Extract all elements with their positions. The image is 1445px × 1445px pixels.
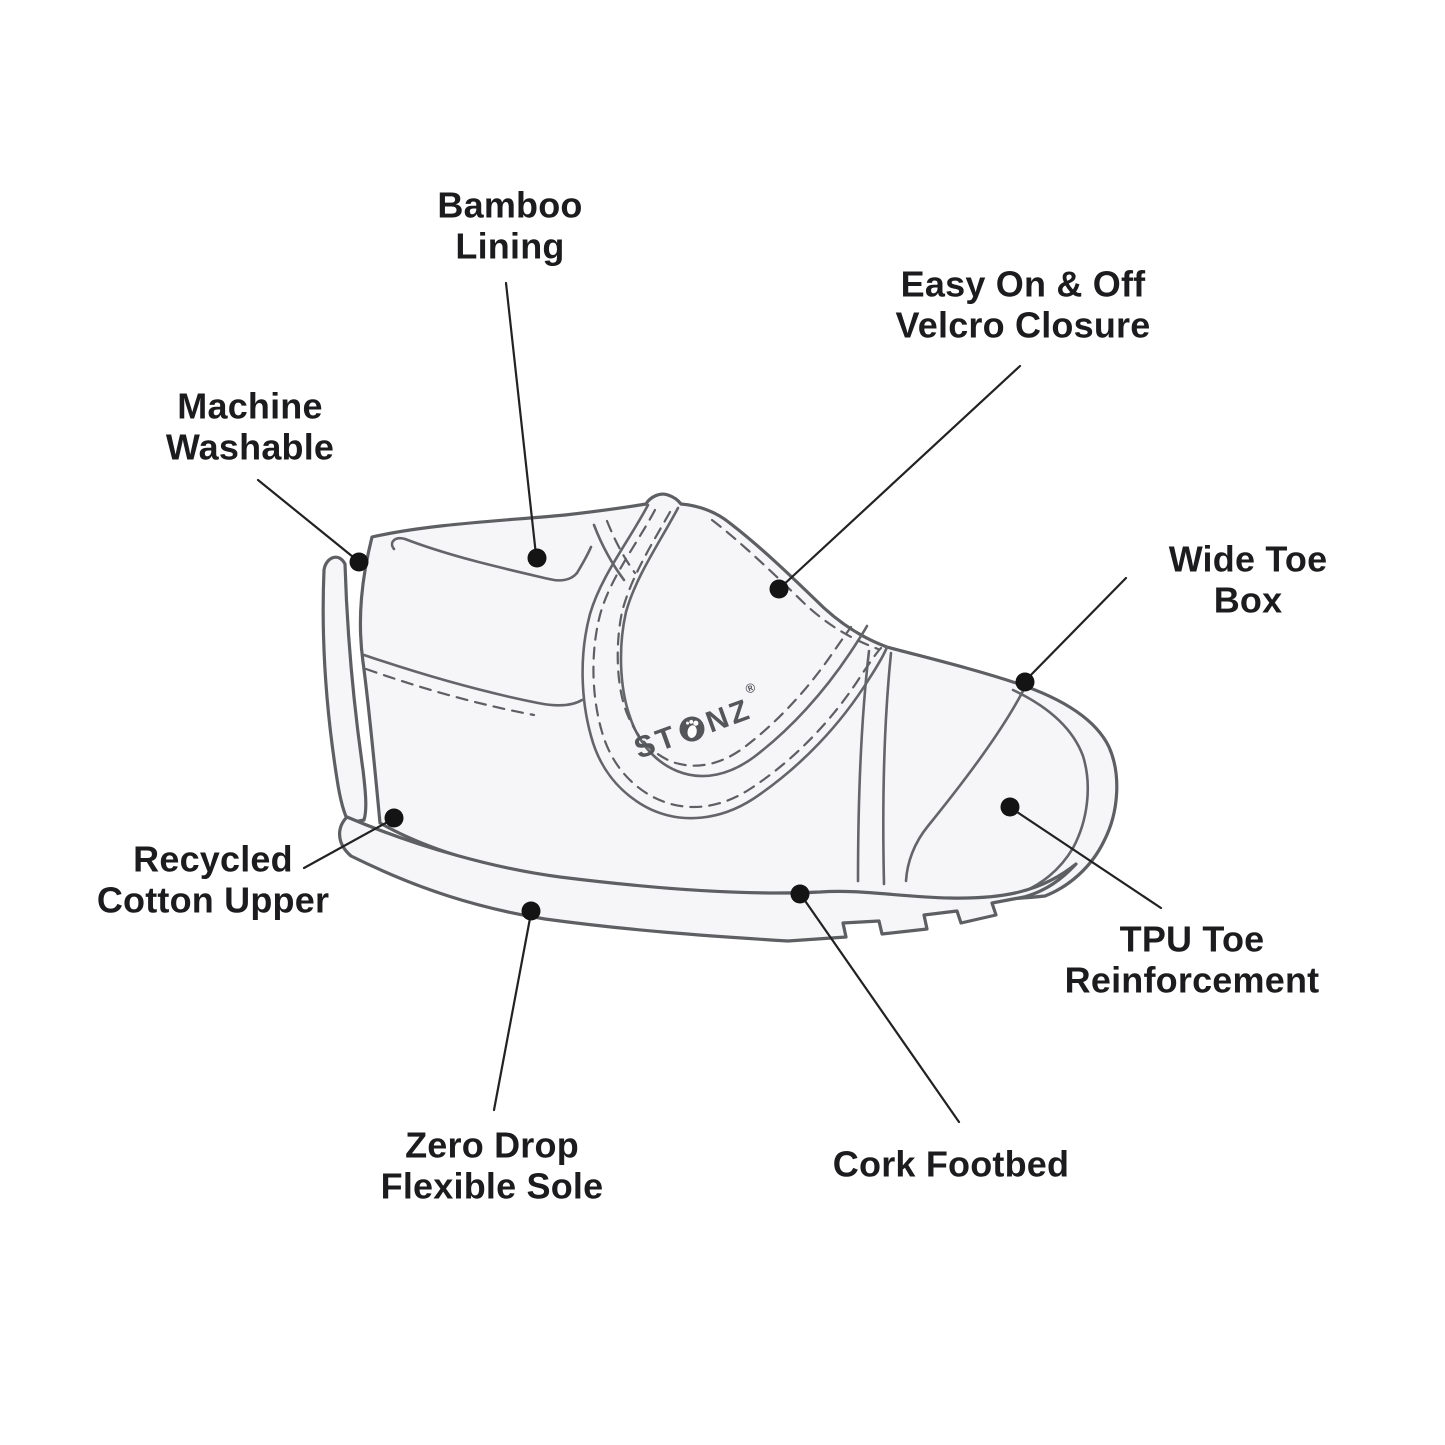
collar-front-seam	[575, 545, 593, 575]
collar-band-stitch	[364, 667, 536, 717]
stonz-logo: ST NZ ®	[630, 679, 758, 765]
dot-machine-washable	[349, 552, 369, 572]
leader-line-velcro-closure	[778, 364, 1022, 590]
strap-stitch-inner	[616, 510, 853, 767]
shoe-upper	[358, 492, 1119, 903]
dot-cork-footbed	[790, 884, 810, 904]
label-velcro-closure: Easy On & Off Velcro Closure	[895, 263, 1151, 345]
strap-neck-seam	[592, 523, 626, 582]
quarter-seam-a	[856, 649, 871, 883]
strap-neck-stitch	[605, 519, 637, 575]
leader-line-bamboo-lining	[504, 281, 538, 557]
dot-recycled-cotton	[384, 808, 404, 828]
strap-outer-edge	[581, 503, 889, 820]
label-zero-drop: Zero Drop Flexible Sole	[380, 1124, 604, 1206]
label-bamboo-lining: Bamboo Lining	[437, 184, 583, 266]
stonz-logo-footprint-icon	[686, 719, 699, 739]
dot-velcro-closure	[769, 579, 789, 599]
label-tpu-toe: TPU Toe Reinforcement	[1064, 918, 1320, 1000]
vamp-diagonal-seam	[904, 687, 1026, 883]
label-cork-footbed: Cork Footbed	[832, 1143, 1070, 1185]
leader-line-wide-toe-box	[1023, 576, 1128, 683]
leader-line-machine-washable	[256, 478, 360, 563]
leader-line-tpu-toe	[1009, 806, 1163, 910]
collar-lining-seam	[390, 537, 579, 582]
label-machine-washable: Machine Washable	[165, 385, 335, 467]
dot-bamboo-lining	[527, 548, 547, 568]
leader-line-cork-footbed	[799, 893, 961, 1124]
leader-line-zero-drop	[492, 911, 533, 1112]
leader-line-recycled-cotton	[302, 817, 395, 870]
label-recycled-cotton: Recycled Cotton Upper	[96, 838, 330, 920]
quarter-seam-b	[881, 651, 893, 886]
heel-pull-tab	[321, 555, 368, 825]
dot-zero-drop	[521, 901, 541, 921]
collar-band-seam	[362, 653, 584, 707]
strap-stitch-outer	[592, 508, 883, 809]
dot-wide-toe-box	[1015, 672, 1035, 692]
label-wide-toe-box: Wide Toe Box	[1168, 538, 1328, 620]
dot-tpu-toe	[1000, 797, 1020, 817]
strap-inner-edge	[619, 506, 869, 778]
toe-cap-seam	[1011, 688, 1089, 895]
